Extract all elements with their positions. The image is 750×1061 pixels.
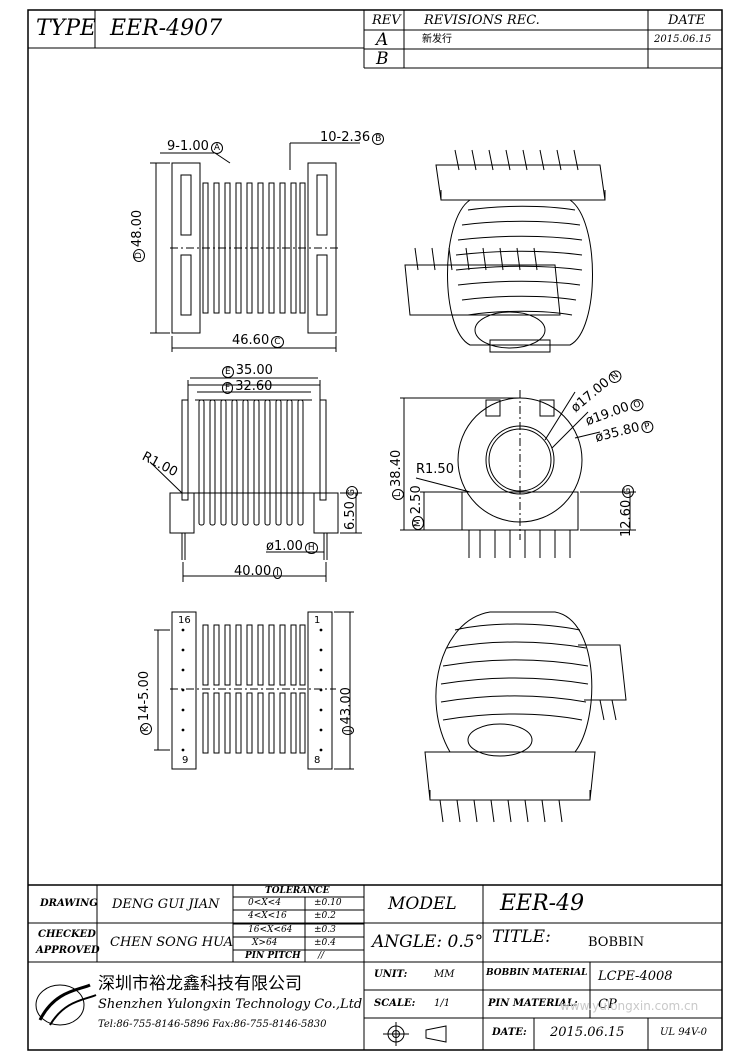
company-contact: Tel:86-755-8146-5896 Fax:86-755-8146-583… xyxy=(98,1019,327,1030)
pin-label-16: 16 xyxy=(178,615,191,626)
date-header-label: DATE xyxy=(668,13,706,28)
revisions-label: REVISIONS REC. xyxy=(424,13,540,28)
rev-b: B xyxy=(376,49,389,69)
ul-rating: UL 94V-0 xyxy=(660,1027,708,1038)
unit-label: UNIT: xyxy=(374,969,408,980)
tol-range-3: 16<X<64 xyxy=(248,925,293,935)
date-label: DATE: xyxy=(492,1027,527,1038)
top-view xyxy=(150,142,360,352)
title-block-lines xyxy=(28,884,722,1050)
tol-range-2: 4<X<16 xyxy=(248,911,287,921)
rev-a-date: 2015.06.15 xyxy=(654,34,712,45)
tol-range-4: X>64 xyxy=(252,938,278,948)
type-label: TYPE xyxy=(36,16,97,41)
rev-a-text: 新发行 xyxy=(422,34,452,45)
checked-label: CHECKED xyxy=(38,929,96,940)
tol-range-5: PIN PITCH xyxy=(245,951,301,961)
side-view xyxy=(149,377,362,582)
model-label: MODEL xyxy=(388,894,457,914)
watermark: www.yulongxin.com.cn xyxy=(560,999,699,1013)
dim-48: D48.00 xyxy=(130,210,145,262)
isometric-top xyxy=(404,149,606,353)
scale-label: SCALE: xyxy=(374,998,416,1009)
title-label: TITLE: xyxy=(492,927,551,947)
dim-43: J43.00 xyxy=(339,687,354,735)
tol-value-4: ±0.4 xyxy=(314,938,336,948)
dim-12-60: 12.60G xyxy=(619,484,634,537)
title-value: BOBBIN xyxy=(588,935,645,950)
dim-38-40: L38.40 xyxy=(389,450,404,500)
approved-label: APPROVED xyxy=(36,945,100,956)
unit-value: MM xyxy=(434,969,455,980)
pin-material-value: CP xyxy=(598,997,617,1012)
drawing-name: DENG GUI JIAN xyxy=(112,897,220,912)
tol-value-1: ±0.10 xyxy=(314,898,342,908)
isometric-bottom xyxy=(424,611,627,823)
pin-label-9: 9 xyxy=(182,755,189,766)
dim-14-5: K14-5.00 xyxy=(137,671,152,735)
company-name-en: Shenzhen Yulongxin Technology Co.,Ltd xyxy=(98,997,363,1012)
dim-r1-50: R1.50 xyxy=(416,462,454,477)
pin-label-1: 1 xyxy=(314,615,321,626)
model-value: EER-49 xyxy=(500,891,585,916)
company-name-cn: 深圳市裕龙鑫科技有限公司 xyxy=(98,974,302,994)
tol-value-5: // xyxy=(318,951,325,961)
rev-label: REV xyxy=(372,13,401,28)
type-value: EER-4907 xyxy=(110,16,223,41)
rev-a: A xyxy=(376,30,389,50)
dim-2-50: M2.50 xyxy=(409,485,424,530)
bobbin-material-label: BOBBIN MATERIAL xyxy=(486,968,588,978)
tolerance-label: TOLERANCE xyxy=(265,886,330,896)
tol-value-3: ±0.3 xyxy=(314,925,336,935)
tol-value-2: ±0.2 xyxy=(314,911,336,921)
dim-6-50: 6.50G xyxy=(343,486,358,530)
bottom-view xyxy=(154,611,354,770)
angle-label: ANGLE: 0.5° xyxy=(372,932,484,952)
pin-label-8: 8 xyxy=(314,755,321,766)
checked-name: CHEN SONG HUA xyxy=(110,935,234,950)
scale-value: 1/1 xyxy=(434,998,451,1009)
tol-range-1: 0<X<4 xyxy=(248,898,281,908)
pin-material-label: PIN MATERIAL: xyxy=(488,998,578,1009)
drawing-label: DRAWING xyxy=(40,898,98,909)
front-view xyxy=(400,390,636,558)
date-value: 2015.06.15 xyxy=(550,1025,625,1040)
bobbin-material-value: LCPE-4008 xyxy=(598,969,673,984)
